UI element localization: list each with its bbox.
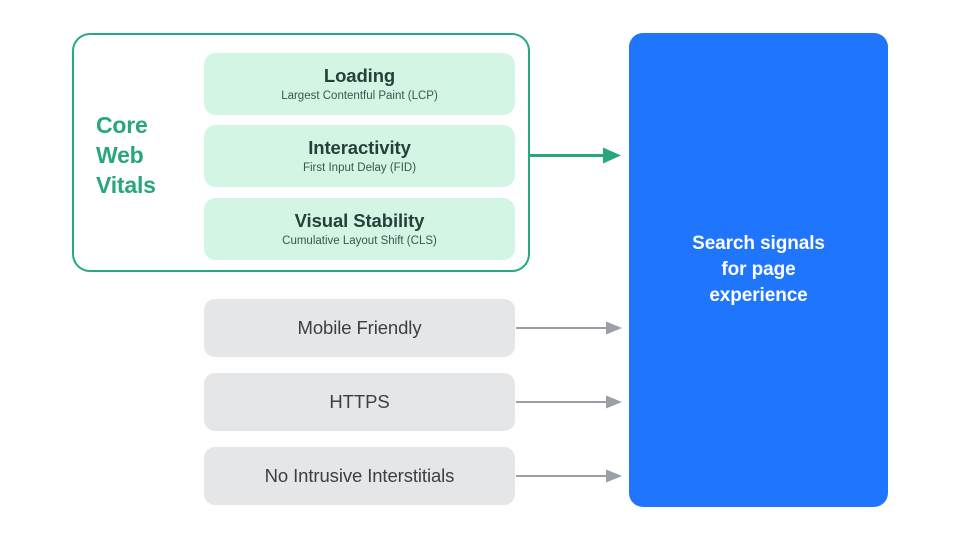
core-web-vitals-arrow [530, 147, 621, 164]
https-arrow [516, 395, 622, 409]
https-card: HTTPS [204, 373, 515, 431]
signal-card-label: No Intrusive Interstitials [264, 465, 455, 486]
search-signals-box: Search signals for page experience [629, 33, 888, 507]
no-intrusive-interstitials-card: No Intrusive Interstitials [204, 447, 515, 505]
vital-card-title: Visual Stability [294, 209, 425, 231]
signal-card-label: HTTPS [329, 391, 390, 412]
no-intrusive-interstitials-arrow [516, 469, 622, 483]
mobile-friendly-arrow [516, 321, 622, 335]
search-signals-text: Search signals for page experience [692, 233, 825, 306]
core-web-vitals-label-line-2: Web [96, 142, 144, 168]
core-web-vitals-label: Core Web Vitals [96, 110, 196, 200]
mobile-friendly-card: Mobile Friendly [204, 299, 515, 357]
vital-card-subtitle: Largest Contentful Paint (LCP) [281, 89, 438, 102]
vital-card-subtitle: Cumulative Layout Shift (CLS) [282, 234, 437, 247]
vital-card-subtitle: First Input Delay (FID) [302, 161, 417, 174]
vital-card-title: Interactivity [308, 136, 411, 158]
vital-card-visual-stability: Visual Stability Cumulative Layout Shift… [204, 198, 515, 260]
signal-card-label: Mobile Friendly [297, 317, 422, 338]
core-web-vitals-group [72, 33, 530, 272]
core-web-vitals-label-line-3: Vitals [96, 172, 156, 198]
vital-card-loading: Loading Largest Contentful Paint (LCP) [204, 53, 515, 115]
core-web-vitals-label-line-1: Core [96, 112, 148, 138]
vital-card-interactivity: Interactivity First Input Delay (FID) [204, 125, 515, 187]
vital-card-title: Loading [323, 64, 396, 86]
